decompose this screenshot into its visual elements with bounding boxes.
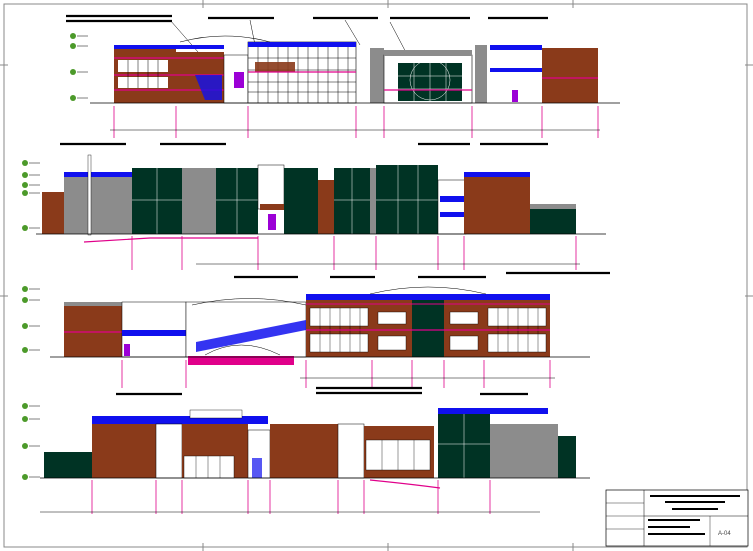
annotation-labels	[234, 271, 610, 279]
elevation-3	[22, 271, 610, 388]
sheet-code: A-04	[718, 531, 731, 537]
title-block	[605, 489, 749, 547]
elevation-4	[22, 386, 590, 514]
annotation-labels	[66, 14, 548, 23]
level-markers	[22, 286, 40, 353]
elevation-2	[22, 142, 606, 270]
level-markers	[70, 33, 88, 101]
level-markers	[22, 160, 40, 231]
annotation-labels	[116, 386, 528, 396]
sheet-frame	[3, 3, 748, 548]
elevation-1	[66, 14, 620, 138]
level-markers	[22, 403, 40, 480]
